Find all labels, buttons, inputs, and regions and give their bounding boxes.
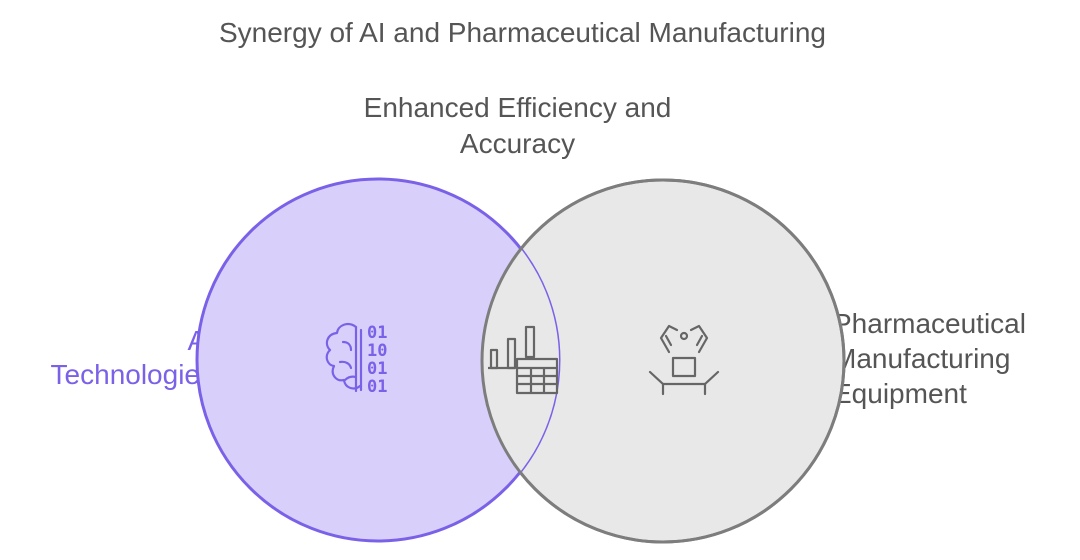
- binary-row-1: 01: [367, 323, 387, 343]
- ai-label-line-2: Technologies: [50, 359, 214, 390]
- binary-row-4: 01: [367, 377, 387, 397]
- equipment-label: Pharmaceutical Manufacturing Equipment: [833, 306, 1026, 411]
- equipment-label-line-3: Equipment: [833, 378, 967, 409]
- equipment-label-line-1: Pharmaceutical: [833, 308, 1026, 339]
- binary-digits: 01 10 01 01: [367, 323, 387, 397]
- brain-binary-icon: [325, 323, 363, 393]
- equipment-circle-outline: [480, 178, 846, 544]
- intersection-label: Enhanced Efficiency and Accuracy: [330, 90, 705, 162]
- intersection-label-line-1: Enhanced Efficiency and: [363, 92, 672, 123]
- intersection-label-line-2: Accuracy: [459, 128, 576, 159]
- robotic-arm-icon: [648, 324, 720, 396]
- binary-row-3: 01: [367, 359, 387, 379]
- diagram-title: Synergy of AI and Pharmaceutical Manufac…: [218, 17, 826, 48]
- equipment-label-line-2: Manufacturing: [833, 343, 1011, 374]
- analytics-chart-icon: [488, 325, 559, 395]
- binary-row-2: 10: [367, 341, 387, 361]
